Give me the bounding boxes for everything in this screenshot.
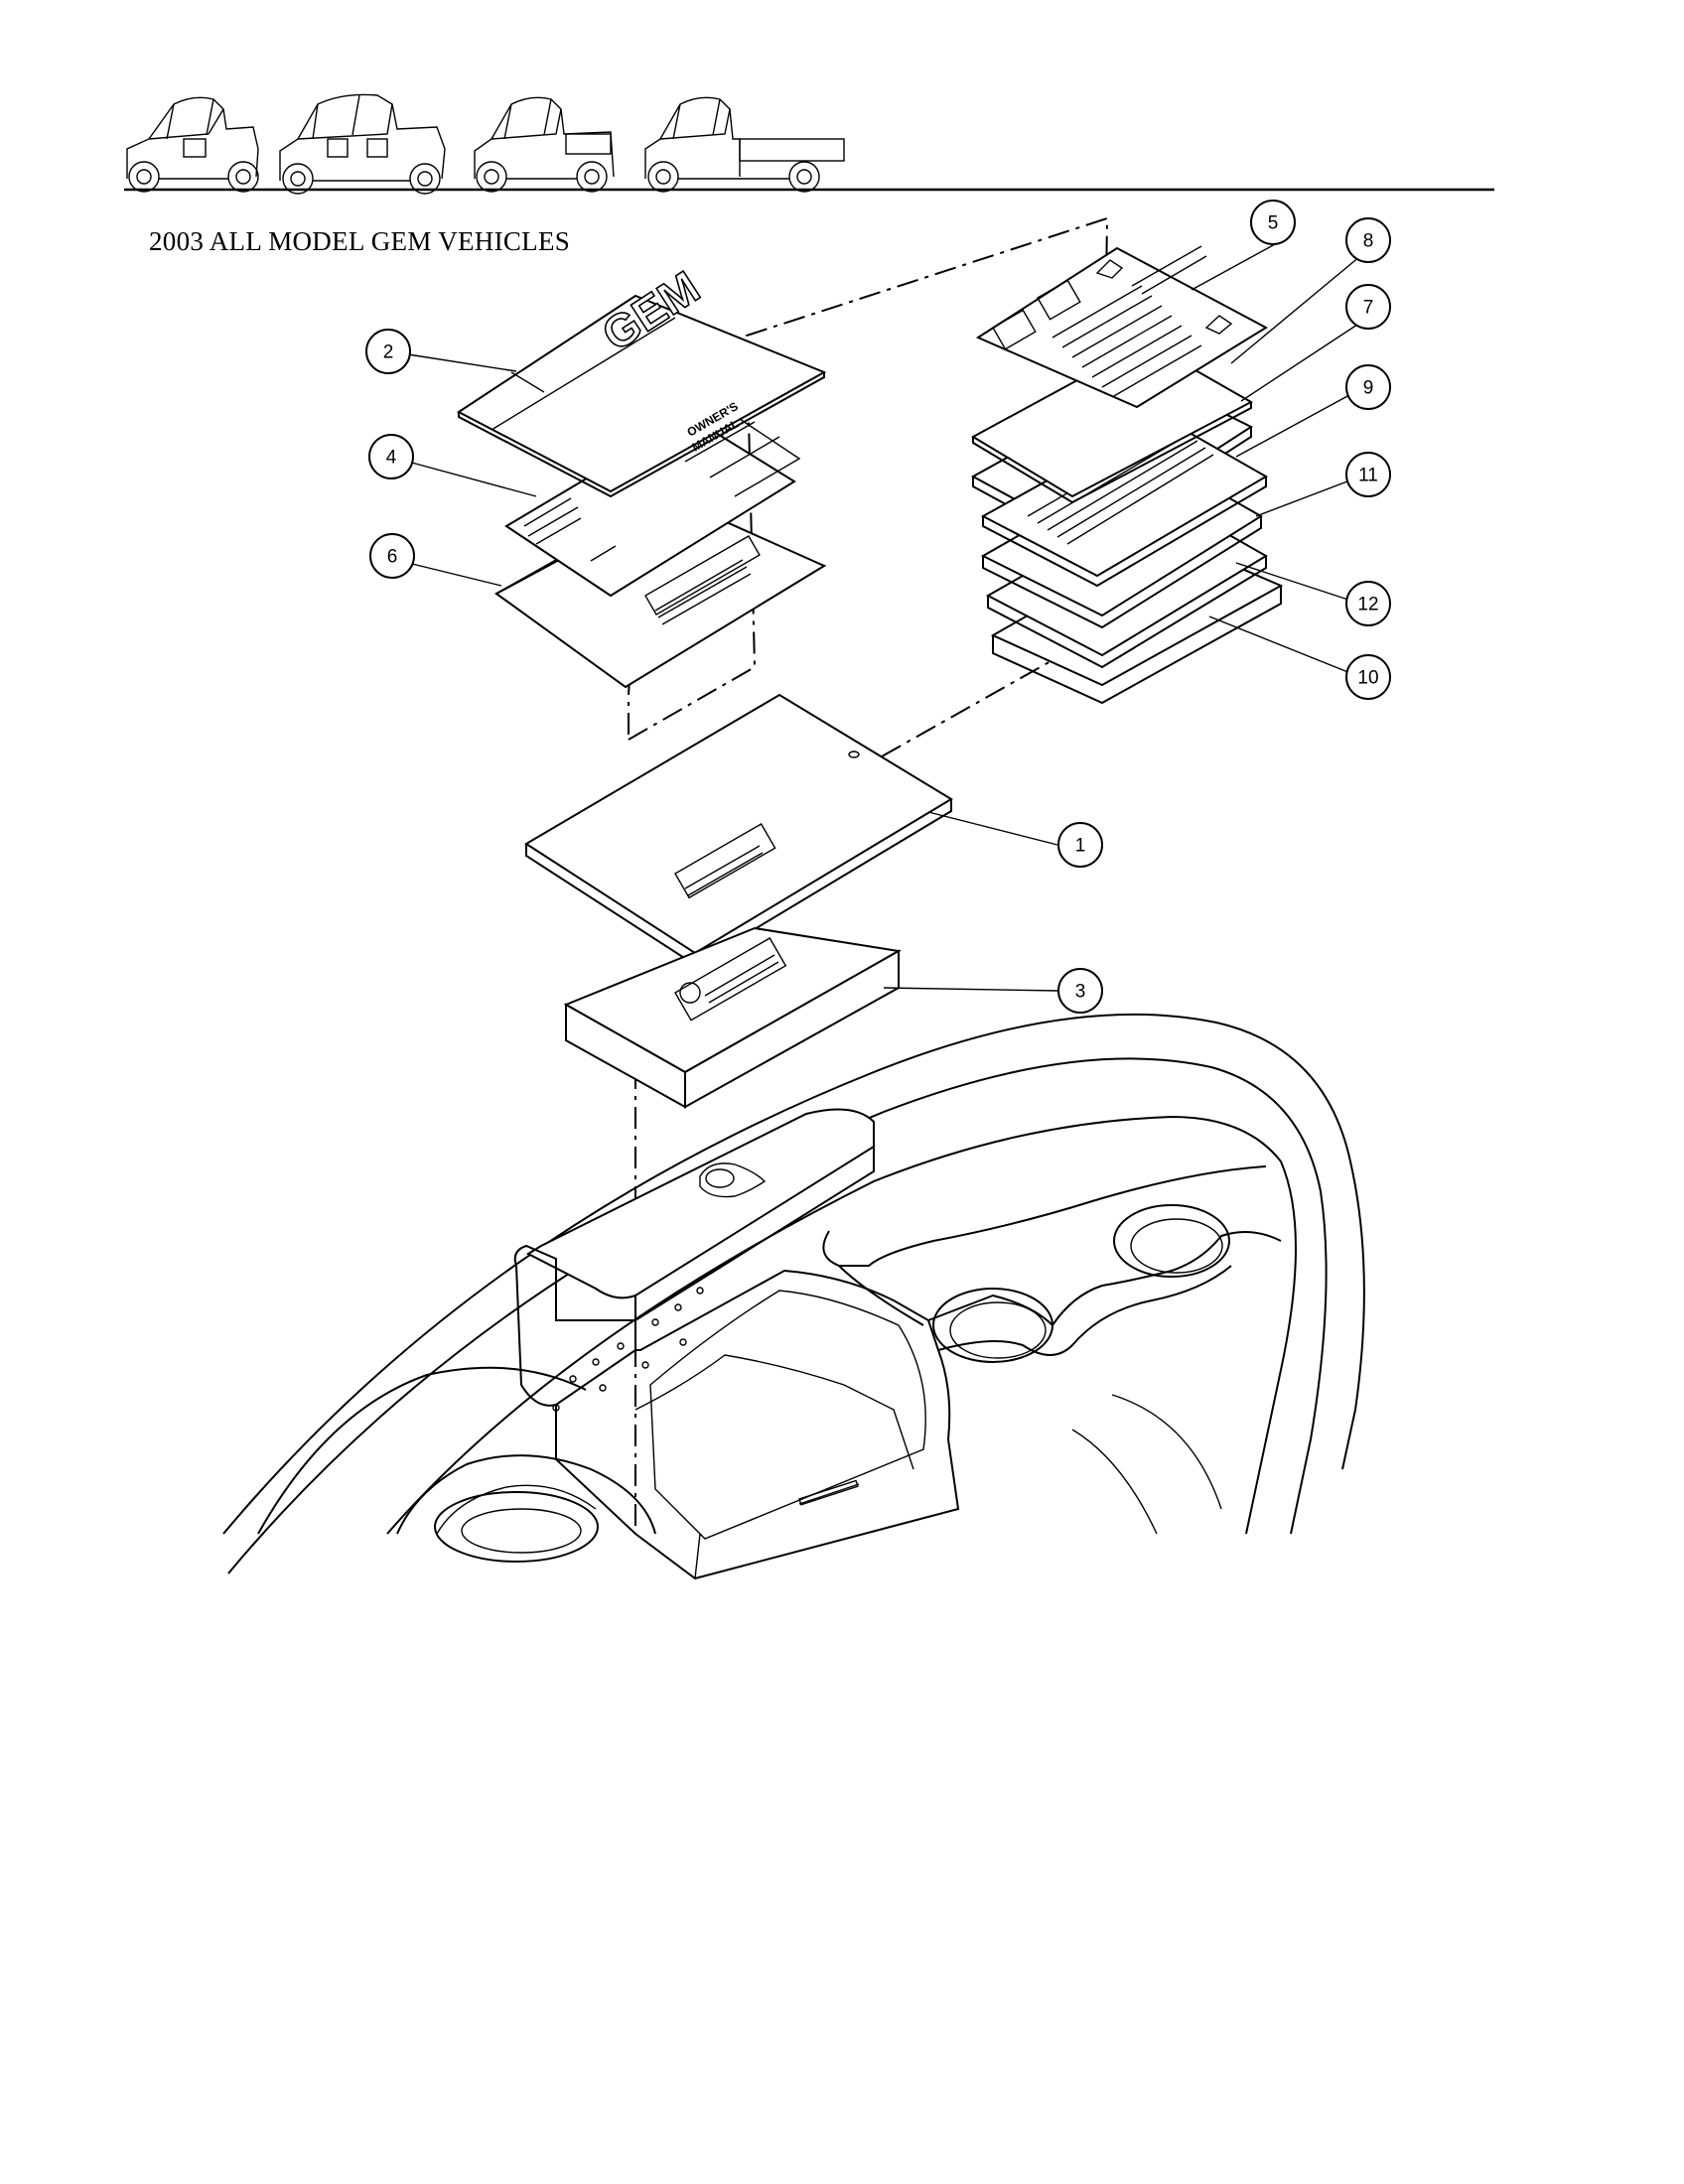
svg-text:10: 10 — [1357, 668, 1378, 689]
callout-5: 5 — [1250, 200, 1296, 245]
svg-text:5: 5 — [1268, 213, 1279, 234]
callout-12: 12 — [1345, 581, 1391, 626]
callout-11: 11 — [1345, 452, 1391, 497]
gem-e2-vehicle-icon — [126, 96, 259, 193]
callout-9: 9 — [1345, 364, 1391, 410]
leader-lines — [407, 237, 1361, 992]
callout-2: 2 — [365, 329, 411, 374]
svg-text:4: 4 — [386, 448, 397, 469]
svg-text:11: 11 — [1358, 466, 1378, 486]
vehicle-icon-row — [126, 93, 845, 195]
svg-text:8: 8 — [1363, 231, 1374, 252]
svg-text:3: 3 — [1075, 982, 1086, 1003]
callout-4: 4 — [368, 434, 414, 479]
page-title: 2003 ALL MODEL GEM VEHICLES — [149, 226, 571, 256]
gem-es-vehicle-icon — [474, 96, 615, 193]
callout-10: 10 — [1345, 654, 1391, 700]
svg-text:6: 6 — [387, 547, 398, 568]
svg-text:12: 12 — [1357, 595, 1378, 615]
item-1-plate — [524, 693, 953, 967]
svg-text:2: 2 — [383, 342, 394, 363]
callout-3: 3 — [1057, 968, 1103, 1014]
callout-1: 1 — [1057, 822, 1103, 868]
svg-text:9: 9 — [1363, 378, 1374, 399]
svg-text:1: 1 — [1075, 836, 1086, 857]
item-2-owners-manual-cover: GEM OWNER'S MANUAL — [457, 260, 827, 498]
vehicle-console-body — [222, 1013, 1365, 1580]
svg-text:7: 7 — [1363, 298, 1374, 319]
callout-8: 8 — [1345, 217, 1391, 263]
callout-6: 6 — [369, 533, 415, 579]
item-3-box — [563, 926, 902, 1109]
callout-7: 7 — [1345, 284, 1391, 330]
gem-e4-vehicle-icon — [279, 93, 446, 195]
right-decal-stack — [970, 245, 1284, 705]
gem-el-vehicle-icon — [644, 96, 845, 193]
